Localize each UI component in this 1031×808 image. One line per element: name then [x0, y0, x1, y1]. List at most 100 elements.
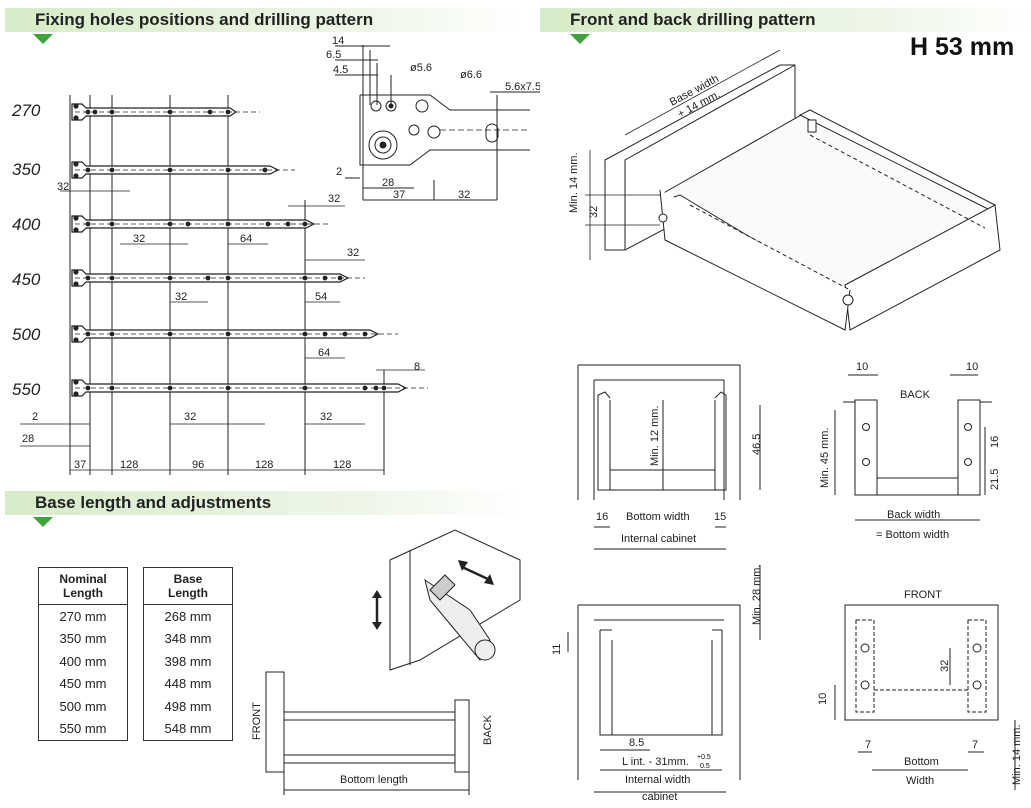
bottom-length-diagram: FRONT BACK Bottom length	[251, 671, 494, 795]
nominal-cell: 500 mm	[59, 698, 107, 714]
rail-length-400: 400	[12, 215, 41, 234]
sec1-dim-16: 16	[596, 511, 608, 523]
header-base-title: Base length and adjustments	[35, 493, 272, 512]
header-front-back-marker	[570, 34, 590, 44]
dim-detail-37: 37	[393, 189, 405, 201]
dim-detail-28: 28	[382, 177, 394, 189]
dim-2: 2	[32, 411, 38, 423]
header-base: Base length and adjustments	[5, 491, 520, 515]
rail-length-350: 350	[12, 160, 41, 179]
bracket-detail	[335, 45, 540, 201]
base-cell: 348 mm	[164, 631, 212, 647]
cross-section-2: Min. 28 mm. 11 8.5 L int. - 31mm. +0.5 0…	[551, 564, 763, 803]
fixing-holes-diagram: 270 350 400 450 500 550 32 32 64 32 32 3…	[11, 35, 540, 475]
base-cell: 448 mm	[164, 676, 212, 692]
header-fixing: Fixing holes positions and drilling patt…	[5, 8, 520, 32]
sec2-dim-11: 11	[551, 644, 563, 655]
dim-28: 28	[22, 433, 34, 445]
min-12: Min. 12 mm.	[649, 405, 661, 466]
rail-270	[71, 103, 260, 121]
base-header-1: Base	[173, 572, 203, 586]
dim-detail-2: 2	[336, 166, 342, 178]
back-dim-10-b: 10	[966, 361, 978, 373]
rail-length-500: 500	[12, 325, 41, 344]
equals-bottom-width: = Bottom width	[876, 529, 949, 541]
nominal-header-1: Nominal	[59, 572, 107, 586]
nominal-cell: 400 mm	[59, 653, 107, 669]
drawer-3d-diagram: Base width + 14 mm. Min. 14 mm. 32	[568, 49, 1001, 331]
adjustment-illustration	[372, 529, 521, 671]
rail-length-270: 270	[11, 101, 41, 120]
dim-64-a: 64	[240, 233, 252, 245]
header-front-back: Front and back drilling pattern	[540, 8, 1030, 32]
base-back-label: BACK	[482, 714, 494, 745]
front-dim-7-b: 7	[972, 739, 978, 751]
l-int-label: L int. - 31mm.	[622, 756, 689, 768]
sec1-internal-cabinet: Internal cabinet	[621, 533, 696, 545]
back-width-label: Back width	[887, 509, 940, 521]
back-dim-21-5: 21.5	[989, 469, 1001, 490]
tol-plus: +0.5	[697, 754, 711, 761]
sec1-dim-15: 15	[714, 511, 726, 523]
dim-14: 14	[332, 35, 344, 47]
dim-32-g: 32	[320, 411, 332, 423]
nominal-cell: 270 mm	[59, 608, 107, 624]
base-front-label: FRONT	[251, 702, 263, 740]
dim-6-5: 6.5	[326, 49, 341, 61]
dim-32-a: 32	[57, 181, 69, 193]
nominal-cell: 350 mm	[59, 631, 107, 647]
base-cell: 398 mm	[164, 653, 212, 669]
front-min-14: Min. 14 mm.	[1011, 724, 1023, 785]
dim-32-c: 32	[328, 193, 340, 205]
sec1-bottom-width: Bottom width	[626, 511, 690, 523]
header-front-back-title: Front and back drilling pattern	[570, 10, 816, 29]
dim-32-d: 32	[175, 291, 187, 303]
header-base-marker	[33, 517, 53, 527]
cross-section-1: Min. 12 mm. 46.5 16 15 Bottom width Inte…	[577, 364, 763, 550]
rail-550	[71, 379, 428, 397]
nominal-cell: 550 mm	[59, 721, 107, 737]
header-fixing-marker	[33, 34, 53, 44]
sec2-dim-8-5: 8.5	[629, 737, 644, 749]
dim-32-f: 32	[184, 411, 196, 423]
base-cell: 548 mm	[164, 721, 212, 737]
dim-dia-6-6: ø6.6	[460, 69, 482, 81]
min-28: Min. 28 mm.	[751, 564, 763, 625]
back-view: 10 10 BACK Min. 45 mm. 16 21.5 Back widt…	[819, 361, 1001, 541]
dim-bottom-37: 37	[74, 459, 86, 471]
header-fixing-title: Fixing holes positions and drilling patt…	[35, 10, 374, 29]
back-dim-10-a: 10	[856, 361, 868, 373]
dim-bottom-128-a: 128	[120, 459, 138, 471]
base-cell: 498 mm	[164, 698, 212, 714]
dim-64-b: 64	[318, 347, 330, 359]
dim-4-5: 4.5	[333, 64, 348, 76]
front-view: FRONT 32 10 7 7 Bottom Width Min. 14 mm.	[817, 589, 1023, 790]
dim-dia-5-6: ø5.6	[410, 62, 432, 74]
nominal-header-2: Length	[63, 586, 103, 600]
rail-400	[71, 215, 330, 233]
dim-detail-32: 32	[458, 189, 470, 201]
rail-350	[71, 161, 295, 179]
nominal-cell: 450 mm	[59, 676, 107, 692]
dim-bottom-128-c: 128	[333, 459, 351, 471]
front-width-label: Width	[906, 775, 934, 787]
front-bottom-label: Bottom	[904, 756, 939, 768]
back-label: BACK	[900, 389, 931, 401]
base-cell: 268 mm	[164, 608, 212, 624]
front-dim-10: 10	[817, 693, 829, 705]
dim-32-b: 32	[133, 233, 145, 245]
rail-500	[71, 325, 398, 343]
sec2-cabinet: cabinet	[642, 791, 677, 803]
dim-bottom-128-b: 128	[255, 459, 273, 471]
height-label: H 53 mm	[910, 33, 1015, 61]
base-header-2: Length	[168, 586, 208, 600]
rail-length-550: 550	[12, 380, 41, 399]
dim-32-e: 32	[347, 247, 359, 259]
rail-450	[71, 269, 365, 287]
drawer-min-14: Min. 14 mm.	[568, 152, 580, 213]
dim-54: 54	[315, 291, 327, 303]
